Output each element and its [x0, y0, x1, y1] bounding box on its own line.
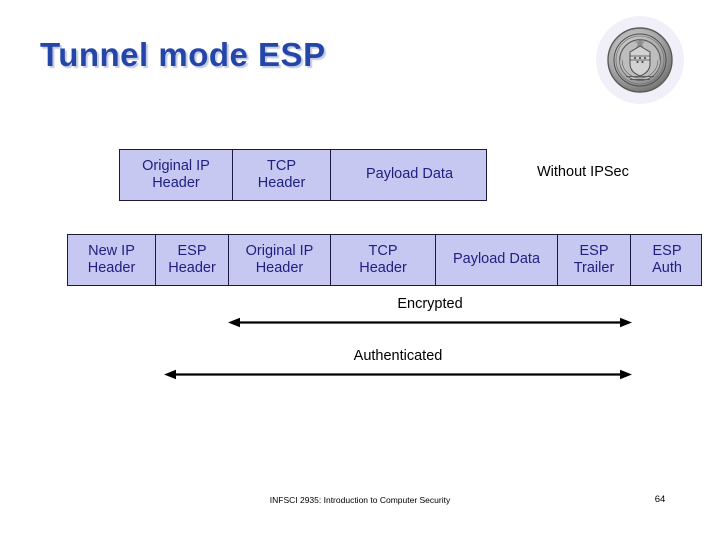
packet-field-cell: ESP Header [156, 235, 229, 285]
university-seal-icon [596, 16, 684, 104]
without-ipsec-caption: Without IPSec [537, 164, 629, 180]
packet-field-cell: TCP Header [233, 150, 331, 200]
footer-course-label: INFSCI 2935: Introduction to Computer Se… [269, 495, 451, 505]
packet-field-cell: New IP Header [68, 235, 156, 285]
packet-field-cell: Original IP Header [229, 235, 331, 285]
authenticated-span: Authenticated [164, 348, 632, 382]
encrypted-span: Encrypted [228, 296, 632, 330]
authenticated-span-label: Authenticated [353, 348, 443, 364]
encrypted-span-label: Encrypted [397, 296, 463, 312]
double-arrow-icon [164, 369, 632, 380]
seal-graphic [607, 27, 673, 93]
packet-field-cell: TCP Header [331, 235, 436, 285]
packet-field-cell: ESP Trailer [558, 235, 631, 285]
packet-field-cell: ESP Auth [652, 242, 682, 276]
packet-field-cell: Original IP Header [120, 150, 233, 200]
packet-field-cell: Payload Data [365, 166, 454, 183]
footer-page-number: 64 [654, 494, 666, 505]
packet-field-cell: Payload Data [436, 235, 558, 285]
double-arrow-icon [228, 317, 632, 328]
page-title: Tunnel mode ESP [40, 36, 326, 73]
